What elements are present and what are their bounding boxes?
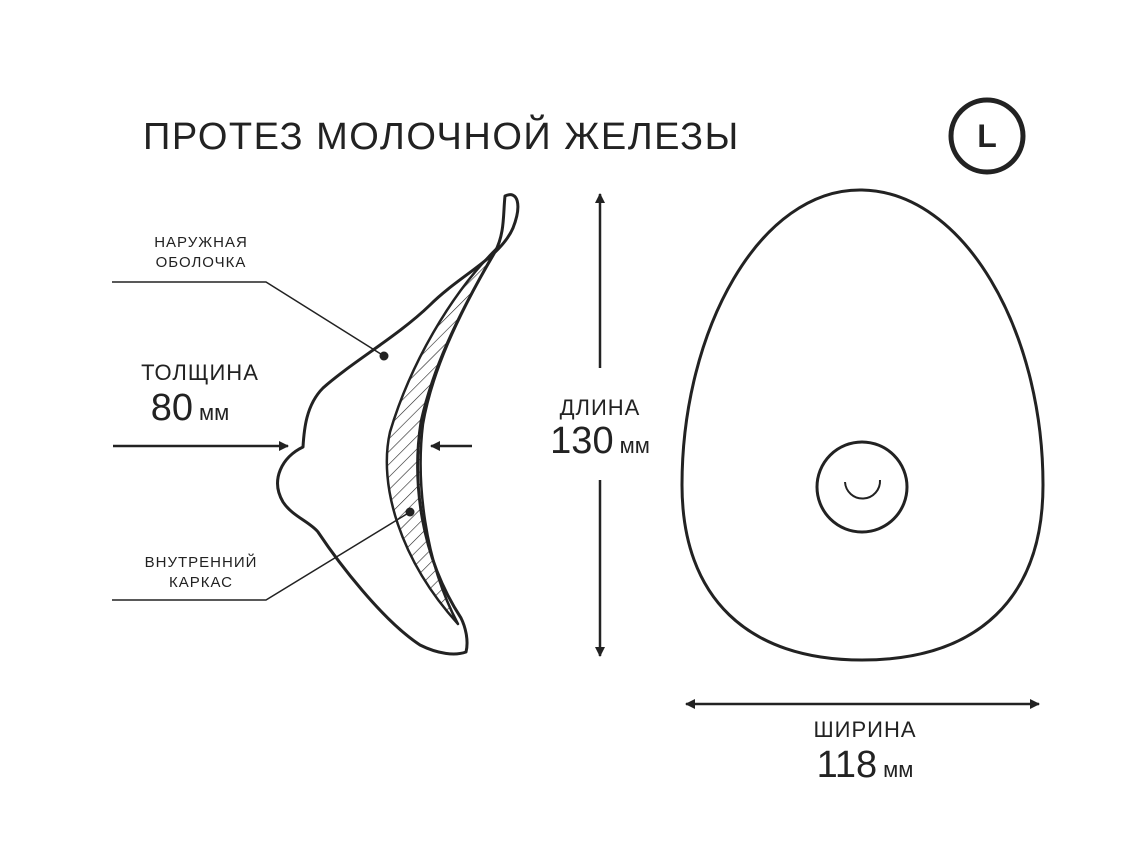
thickness-label: ТОЛЩИНА — [141, 360, 259, 385]
nipple-outer-ring — [815, 440, 909, 534]
size-badge-circle — [948, 97, 1026, 175]
outer-shell-label-line-1: НАРУЖНАЯ — [154, 234, 248, 251]
front-view-outline — [680, 188, 1045, 662]
thickness-number: 80 — [150, 387, 194, 429]
inner-frame-section — [385, 247, 498, 626]
nipple-inner-arc — [844, 479, 882, 500]
inner-frame-label-line-2: КАРКАС — [169, 574, 233, 591]
length-unit: мм — [619, 433, 650, 458]
width-unit: мм — [883, 757, 914, 782]
outer-shell-leader-dot — [379, 351, 389, 361]
outer-shell-label-line-2: ОБОЛОЧКА — [155, 254, 247, 271]
width-number: 118 — [816, 744, 878, 786]
size-badge: L — [977, 118, 997, 154]
inner-frame-leader — [112, 511, 411, 601]
width-label: ШИРИНА — [813, 717, 917, 742]
outer-shell-label: НАРУЖНАЯ ОБОЛОЧКА — [136, 233, 266, 273]
length-label: ДЛИНА — [559, 395, 641, 420]
outer-shell-leader — [112, 281, 385, 357]
page-title: ПРОТЕЗ МОЛОЧНОЙ ЖЕЛЕЗЫ — [143, 116, 740, 158]
inner-frame-label: ВНУТРЕННИЙ КАРКАС — [131, 553, 271, 593]
thickness-unit: мм — [199, 400, 230, 425]
length-number: 130 — [550, 420, 614, 462]
inner-frame-leader-dot — [405, 507, 415, 517]
inner-frame-label-line-1: ВНУТРЕННИЙ — [144, 554, 258, 571]
